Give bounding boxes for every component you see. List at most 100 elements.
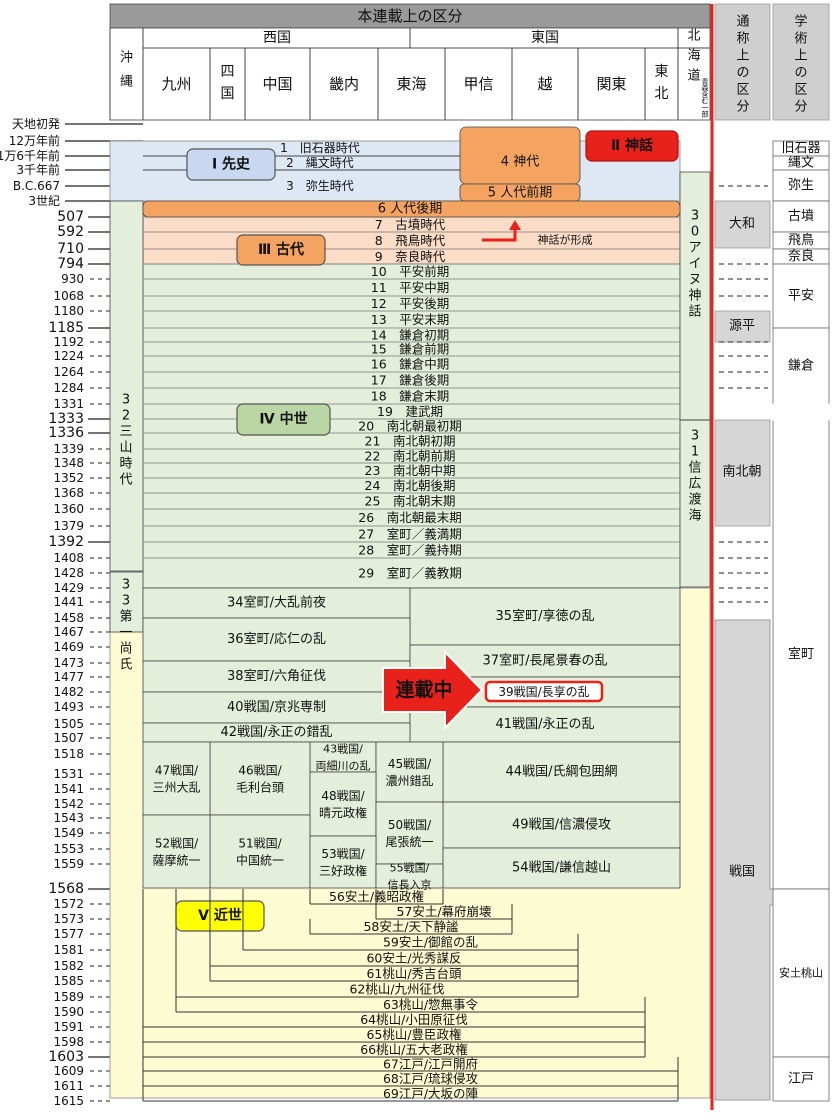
timeline-label-21: 1339: [53, 442, 84, 456]
row-14: 14 鎌倉初期: [371, 328, 449, 343]
timeline-label-10: 930: [61, 272, 84, 286]
row6-block: [142, 200, 681, 218]
timeline-label-48: 1559: [53, 857, 84, 871]
timeline-label-45: 1543: [53, 811, 84, 825]
block-40-label: 40戦国/京兆専制: [227, 700, 326, 715]
block-43-l2: 両細川の乱: [316, 760, 371, 773]
okinawa-32-label-char: 山: [119, 441, 132, 456]
block-46: [209, 741, 311, 816]
era-medieval: [236, 403, 331, 436]
header-academic-char: 上: [794, 49, 807, 64]
ainu-30-label-char: ア: [688, 241, 701, 256]
modern-row-68: 68江戸/琉球侵攻: [383, 1071, 479, 1086]
header-common-box: [714, 3, 771, 121]
era-prehistory: [186, 148, 276, 181]
header-region-okinawa-char: 縄: [120, 75, 133, 90]
timeline-label-38: 1493: [53, 700, 84, 714]
academic-period-label-0: 旧石器: [781, 141, 820, 156]
block-48-l2: 晴元政権: [319, 805, 367, 820]
block-55-l1: 55戦国/: [390, 862, 430, 875]
ainu-31-label-char: 信: [688, 461, 701, 476]
block-38: [142, 660, 411, 693]
row-23: 23 南北朝中期: [365, 463, 456, 478]
ainu-30-label-char: ヌ: [688, 273, 701, 288]
header-region-shikoku-char: 国: [221, 86, 235, 102]
block-53-l2: 三好政権: [319, 863, 367, 878]
header-academic-char: の: [794, 66, 807, 81]
row-2: 2 縄文時代: [286, 155, 354, 170]
okinawa-33-label-char: 第: [119, 610, 132, 625]
ainu-30-label-char: 話: [688, 304, 701, 320]
block-49: [442, 801, 681, 849]
timeline-label-32: 1458: [53, 611, 84, 625]
era-myth: [585, 130, 679, 162]
block-55-l2: 信長入京: [388, 878, 432, 892]
okinawa-33-label-char: 3: [122, 578, 130, 593]
timeline-label-58: 1591: [53, 1020, 84, 1034]
row-18: 18 鎌倉末期: [371, 389, 449, 404]
modern-row-61: 61桃山/秀吉台頭: [366, 966, 462, 981]
timeline-label-7: 592: [57, 224, 84, 240]
ainu-31-label-char: 渡: [688, 492, 701, 508]
ancient-band: [142, 216, 681, 265]
block-41-label: 41戦国/永正の乱: [496, 717, 595, 732]
row-1: 1 旧石器時代: [280, 141, 360, 155]
timeline-label-57: 1590: [53, 1005, 84, 1019]
block-47: [142, 741, 211, 816]
timeline-label-24: 1368: [53, 486, 84, 500]
common-yamato: [714, 200, 771, 249]
era-early-modern-label: Ⅴ 近世: [198, 907, 242, 924]
block-52-l2: 薩摩統一: [152, 853, 200, 868]
header-common-char: 称: [736, 32, 749, 47]
timeline-label-19: 1333: [48, 411, 84, 427]
row-12: 12 平安後期: [371, 296, 449, 311]
timeline-label-61: 1609: [53, 1064, 84, 1078]
myth-arrow-head: [509, 220, 521, 230]
block-49-label: 49戦国/信濃侵攻: [512, 817, 611, 833]
header-region-okinawa-char: 沖: [120, 51, 133, 66]
row-27: 27 室町／義満期: [358, 527, 461, 542]
okinawa-33-label-char: 尚: [119, 642, 132, 657]
row-17: 17 鎌倉後期: [371, 373, 449, 388]
block-50-l2: 尾張統一: [385, 835, 433, 849]
era-ancient-label: Ⅲ 古代: [258, 241, 304, 258]
timeline-label-35: 1473: [53, 656, 84, 670]
row-19: 19 建武期: [377, 404, 443, 419]
academic-period-label-4: 飛鳥: [788, 233, 814, 248]
timeline-label-41: 1518: [53, 747, 84, 761]
block-51: [209, 814, 311, 889]
modern-row-63: 63桃山/惣無事令: [383, 997, 479, 1012]
academic-period-6: [772, 263, 830, 329]
modern-row-66: 66桃山/五大老政権: [360, 1042, 468, 1057]
era-ancient: [236, 234, 326, 266]
timeline-label-46: 1549: [53, 826, 84, 840]
okinawa-33-label-char: 3: [122, 594, 130, 609]
header-common-char: 分: [736, 100, 749, 115]
modern-row-65: 65桃山/豊臣政権: [366, 1027, 461, 1042]
block-43-l1: 43戦国/: [323, 743, 363, 756]
row-28: 28 室町／義持期: [358, 543, 461, 558]
timeline-label-49: 1568: [48, 881, 84, 897]
header-region-7: 越: [537, 75, 552, 93]
era-prehistory-label: Ⅰ 先史: [212, 156, 251, 173]
block-38-label: 38室町/六角征伐: [227, 668, 326, 684]
ainu-31-label-char: 1: [691, 445, 699, 460]
row-15: 15 鎌倉前期: [371, 342, 449, 357]
header-title: 本連載上の区分: [357, 7, 462, 25]
block-42-label: 42戦国/永正の錯乱: [221, 725, 333, 740]
header-academic-char: 区: [794, 83, 807, 98]
block-35: [409, 587, 681, 646]
academic-period-label-8: 室町: [788, 646, 814, 662]
header-title-box: [109, 3, 711, 29]
timeline-label-37: 1482: [53, 685, 84, 699]
block-51-l2: 中国統一: [236, 853, 284, 868]
modern-row-58: 58安土/天下静謐: [363, 919, 458, 934]
header-region-shikoku-char: 四: [221, 64, 235, 80]
okinawa-32-label-char: 3: [122, 393, 130, 408]
header-region-5: 東海: [396, 75, 426, 93]
block-51-l1: 51戦国/: [238, 837, 282, 851]
